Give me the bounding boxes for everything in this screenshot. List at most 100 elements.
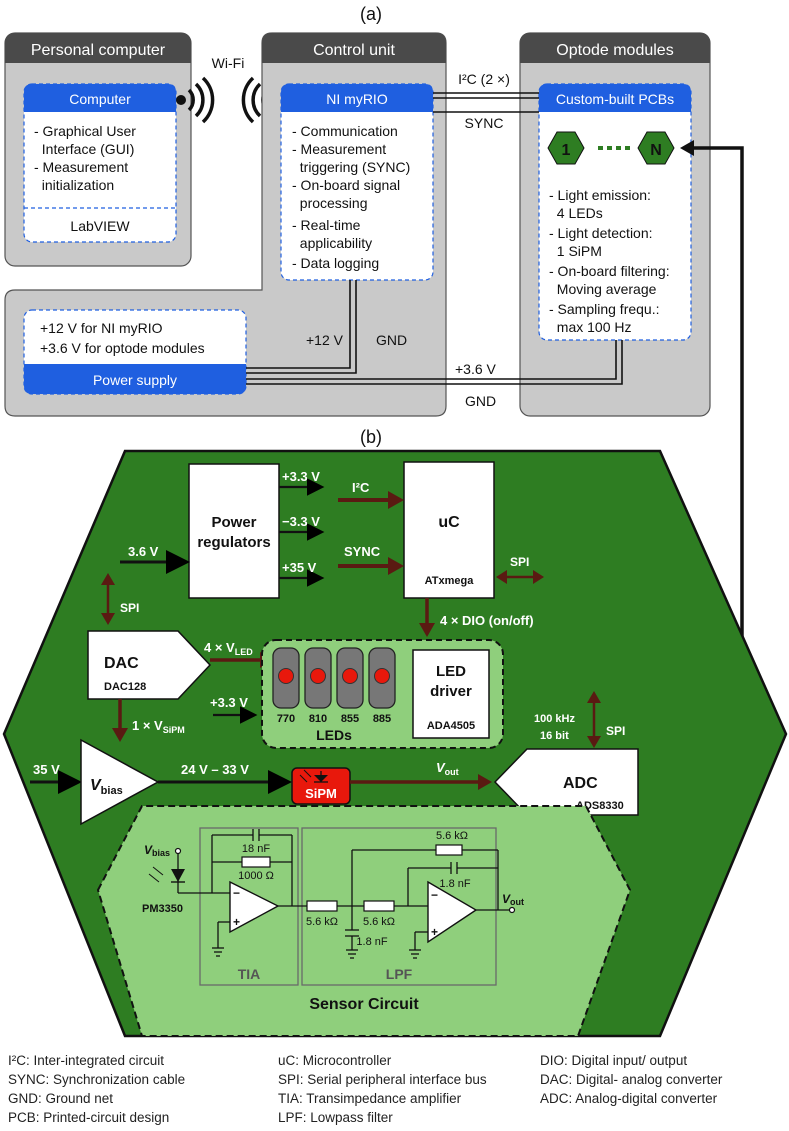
pc-title: Personal computer [31, 42, 166, 59]
leds-label: LEDs [316, 727, 352, 743]
cu-item: - Measurement [292, 141, 386, 157]
i2c-sync-bus [338, 491, 404, 575]
spi-uc-arrow [496, 570, 544, 584]
led-wavelength: 770 [277, 713, 295, 725]
led-wavelength: 855 [341, 713, 359, 725]
power-reg-line2: regulators [197, 534, 270, 551]
v36-label: +3.6 V [455, 361, 497, 377]
led-module: 770 810 855 885 LEDs LED driver ADA4505 [261, 639, 504, 749]
led-driver-line1: LED [436, 663, 466, 680]
myrio-box-title: NI myRIO [326, 91, 388, 107]
optode-modules-panel: Optode modules Custom-built PCBs 1 N - L… [519, 32, 711, 417]
i2c-sync-links [433, 92, 539, 113]
i2c-bus-label: I²C [352, 480, 370, 495]
connector-arrowhead-top [680, 140, 694, 156]
vsipm-arrow [112, 699, 128, 742]
vbias-amplifier: Vbias [80, 738, 160, 826]
lpf-plus: + [431, 925, 438, 939]
r2-label: 5.6 kΩ [306, 916, 338, 928]
dio-label: 4 × DIO (on/off) [440, 613, 534, 628]
cu-item: - Data logging [292, 255, 379, 271]
power-supply-box: +12 V for NI myRIO +3.6 V for optode mod… [23, 309, 247, 395]
c1-label: 18 nF [242, 843, 270, 855]
legend-item: ADC: Analog-digital converter [540, 1091, 718, 1106]
legend-item: PCB: Printed-circuit design [8, 1110, 170, 1125]
computer-box-title: Computer [69, 91, 131, 107]
legend-item: I²C: Inter-integrated circuit [8, 1053, 165, 1068]
led-770 [272, 647, 300, 709]
legend-item: TIA: Transimpedance amplifier [278, 1091, 462, 1106]
control-unit-title: Control unit [313, 42, 395, 59]
led-driver-sub: ADA4505 [427, 720, 475, 732]
vout-label: Vout [436, 760, 459, 777]
uc-block: uC ATxmega [403, 461, 495, 599]
led-wavelength: 810 [309, 713, 327, 725]
hex-module-first: 1 [562, 142, 571, 159]
uc-title: uC [438, 514, 460, 531]
legend-item: LPF: Lowpass filter [278, 1110, 393, 1125]
led-885 [368, 647, 396, 709]
dac-block: DAC DAC128 [87, 630, 212, 700]
vm33-label: −3.3 V [282, 514, 320, 529]
optode-title: Optode modules [556, 42, 673, 59]
om-item: 4 LEDs [549, 205, 603, 221]
v35-label: +35 V [282, 560, 317, 575]
cu-item: triggering (SYNC) [292, 159, 410, 175]
pc-item: Interface (GUI) [34, 141, 134, 157]
hex-module-last: N [650, 142, 662, 159]
vsipm-label: 1 × VSiPM [132, 718, 185, 735]
in35-label: 35 V [33, 762, 60, 777]
sensor-circuit-title: Sensor Circuit [309, 996, 419, 1013]
legend-col-3: DIO: Digital input/ output DAC: Digital-… [540, 1051, 722, 1108]
vout-arrow [350, 774, 492, 790]
spi-adc-label: SPI [606, 724, 625, 738]
lpf-minus: − [431, 888, 438, 902]
dac-sub: DAC128 [104, 681, 146, 693]
v33b-label: +3.3 V [210, 695, 248, 710]
led-855 [336, 647, 364, 709]
legend-item: SYNC: Synchronization cable [8, 1072, 186, 1087]
adc-spec-rate: 100 kHz [534, 713, 575, 725]
tia-minus: − [233, 886, 240, 900]
circuit-vbias-label: Vbias [144, 843, 170, 858]
legend-item: DAC: Digital- analog converter [540, 1072, 723, 1087]
spi-uc-label: SPI [510, 555, 529, 569]
sync-bus-label: SYNC [344, 544, 381, 559]
bias-range-label: 24 V – 33 V [181, 762, 249, 777]
r4-label: 5.6 kΩ [436, 830, 468, 842]
power-regulators-block: Power regulators [188, 463, 280, 599]
gnd-label-2: GND [465, 393, 496, 409]
om-item: - Sampling frequ.: [549, 301, 660, 317]
in36-label: 3.6 V [128, 544, 159, 559]
c2-label: 1.8 nF [356, 936, 387, 948]
cu-item: - On-board signal [292, 177, 400, 193]
legend-item: DIO: Digital input/ output [540, 1053, 688, 1068]
power-wires [246, 280, 623, 385]
sipm-block: SiPM [291, 767, 351, 805]
legend-col-1: I²C: Inter-integrated circuit SYNC: Sync… [8, 1051, 185, 1127]
cu-item: processing [292, 195, 367, 211]
legend-item: uC: Microcontroller [278, 1053, 392, 1068]
tia-plus: + [233, 915, 240, 929]
sensor-circuit: Vbias 18 nF 1000 Ω PM3350 5.6 kΩ 5.6 kΩ … [96, 805, 632, 1037]
legend-item: SPI: Serial peripheral interface bus [278, 1072, 487, 1087]
ps-line2: +3.6 V for optode modules [40, 340, 205, 356]
sync-link-label: SYNC [465, 115, 504, 131]
pc-item: initialization [34, 177, 114, 193]
personal-computer-panel: Personal computer Computer - Graphical U… [4, 32, 192, 267]
ps-title: Power supply [93, 372, 177, 388]
pc-item: - Measurement [34, 159, 128, 175]
om-item: - On-board filtering: [549, 263, 670, 279]
pcb-box-title: Custom-built PCBs [556, 91, 674, 107]
spi-adc-arrow [587, 691, 601, 748]
tia-label: TIA [238, 966, 261, 982]
part-a-label: (a) [360, 4, 382, 24]
gnd-label-1: GND [376, 332, 407, 348]
adc-title: ADC [563, 775, 598, 792]
cu-item: - Real-time [292, 217, 361, 233]
led-wavelength: 885 [373, 713, 391, 725]
vbias-amp-label: Vbias [90, 777, 123, 797]
spi-dac-label: SPI [120, 601, 139, 615]
pc-item: - Graphical User [34, 123, 136, 139]
